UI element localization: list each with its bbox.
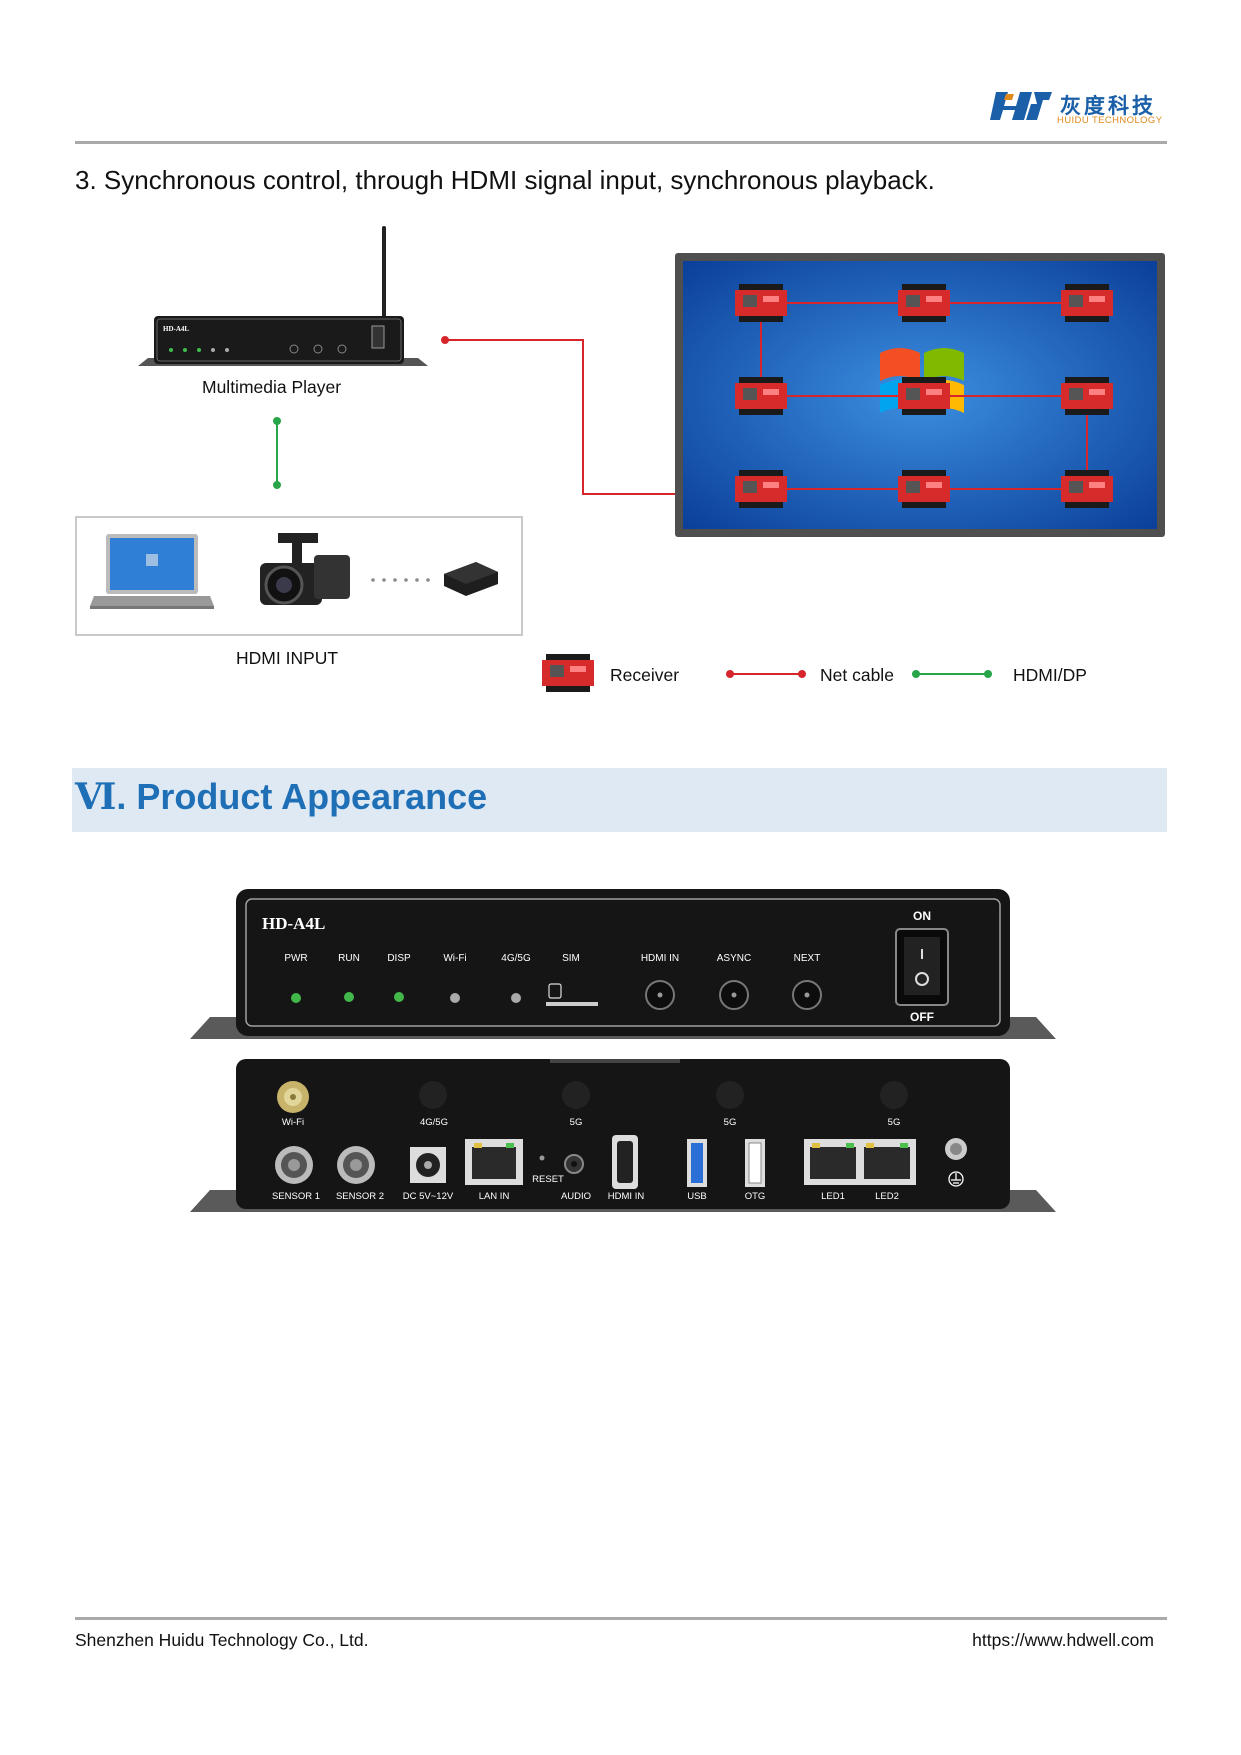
section-heading-bar (72, 768, 1167, 832)
rear-label-lan-in: LAN IN (479, 1191, 510, 1202)
connection-lines (273, 336, 722, 495)
rear-label-4g-5g: 4G/5G (420, 1117, 448, 1128)
rear-label-5g-2: 5G (724, 1117, 737, 1128)
rear-label-5g-1: 5G (570, 1117, 583, 1128)
receiver-card (1061, 377, 1113, 415)
hdmi-port (612, 1135, 638, 1189)
footer-url[interactable]: https://www.hdwell.com (972, 1630, 1154, 1650)
usb-port (687, 1139, 707, 1187)
hdmi-connection (273, 417, 281, 489)
front-label-disp: DISP (387, 953, 411, 964)
header-divider (75, 141, 1167, 144)
rear-label-hdmi-in: HDMI IN (608, 1191, 645, 1202)
intro-heading: 3. Synchronous control, through HDMI sig… (75, 165, 935, 195)
rear-label-wifi: Wi-Fi (282, 1117, 304, 1128)
front-label-wi-fi: Wi-Fi (443, 953, 466, 964)
legend-hdmi-dp-label: HDMI/DP (1013, 665, 1087, 685)
front-label-hdmi-in: HDMI IN (641, 953, 679, 964)
receiver-card (735, 470, 787, 508)
rear-label-led2: LED2 (875, 1191, 899, 1202)
section-title: Ⅵ. Product Appearance (75, 776, 487, 818)
receiver-card (1061, 284, 1113, 322)
device-rear-panel: Wi-Fi 4G/5G 5G 5G 5G SENSOR 1 SENSOR 2 DC 5V~12… (190, 1059, 1056, 1212)
camcorder-icon (260, 533, 350, 605)
section-numeral: Ⅵ (75, 776, 117, 818)
receiver-card (898, 470, 950, 508)
svg-text:OFF: OFF (910, 1010, 934, 1024)
device-model-label: HD-A4L (262, 914, 325, 933)
multimedia-player-caption: Multimedia Player (202, 377, 342, 397)
front-label-async: ASYNC (717, 953, 751, 964)
receiver-card (898, 284, 950, 322)
hdmi-legend-line (912, 670, 992, 678)
rear-label-dc: DC 5V~12V (403, 1191, 454, 1202)
rear-label-sensor1: SENSOR 1 (272, 1191, 320, 1202)
legend-net-cable-label: Net cable (820, 665, 894, 685)
rear-label-sensor2: SENSOR 2 (336, 1191, 384, 1202)
logo-chinese-name: 灰度科技 (1060, 95, 1156, 118)
huidu-logo-icon (990, 92, 1052, 120)
dc-power-jack (410, 1147, 446, 1183)
svg-text:HD-A4L: HD-A4L (163, 325, 189, 333)
receiver-card (1061, 470, 1113, 508)
sim-slot (546, 983, 598, 1006)
ground-screw-icon (945, 1138, 967, 1187)
multimedia-player-image: HD-A4L (138, 226, 428, 366)
rear-label-led1: LED1 (821, 1191, 845, 1202)
ellipsis-dots (371, 578, 430, 582)
receiver-card (898, 377, 950, 415)
lan-port (465, 1139, 523, 1185)
front-label-sim: SIM (562, 953, 580, 964)
net-cable-legend-line (726, 670, 806, 678)
legend-receiver-label: Receiver (610, 665, 680, 685)
otg-port (745, 1139, 765, 1187)
rear-label-5g-3: 5G (888, 1117, 901, 1128)
status-leds (291, 992, 521, 1003)
footer-company: Shenzhen Huidu Technology Co., Ltd. (75, 1630, 369, 1650)
front-label-run: RUN (338, 953, 360, 964)
net-cable-connection (441, 336, 722, 495)
footer-divider (75, 1617, 1167, 1620)
svg-text:ON: ON (913, 909, 931, 923)
front-buttons (645, 980, 822, 1010)
front-label-pwr: PWR (284, 953, 307, 964)
wifi-antenna-connector (277, 1081, 309, 1113)
front-label-next: NEXT (794, 953, 821, 964)
set-top-box-icon (444, 562, 498, 596)
front-label-4g-5g: 4G/5G (501, 953, 531, 964)
led-screen (675, 253, 1165, 537)
device-front-panel: HD-A4L PWR RUN DISP Wi-Fi 4G/5G SIM HDMI IN ASY… (190, 889, 1056, 1039)
receiver-card (735, 377, 787, 415)
hdmi-input-caption: HDMI INPUT (236, 648, 339, 668)
receiver-legend-icon (542, 654, 594, 692)
logo-english-name: HUIDU TECHNOLOGY (1057, 115, 1163, 126)
audio-jack (564, 1154, 584, 1174)
power-switch (895, 928, 949, 1006)
led-ports (804, 1139, 916, 1185)
rear-label-usb: USB (687, 1191, 707, 1202)
sensor-connectors (275, 1146, 375, 1184)
rear-label-audio: AUDIO (561, 1191, 591, 1202)
rear-label-reset: RESET (532, 1174, 564, 1185)
section-title-text: . Product Appearance (116, 776, 488, 817)
rear-label-otg: OTG (745, 1191, 766, 1202)
laptop-icon (90, 534, 214, 609)
receiver-card (735, 284, 787, 322)
